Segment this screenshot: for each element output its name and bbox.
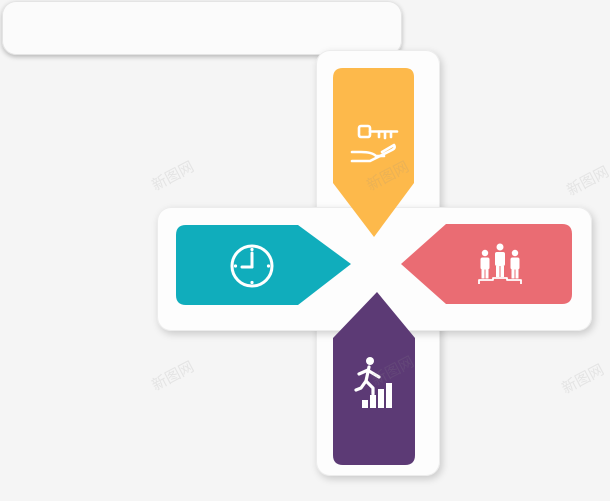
clock-icon [230,244,274,288]
left-petal [176,225,351,305]
climbing-steps-icon [354,357,392,408]
top-petal [333,68,414,237]
search-bar[interactable] [2,1,402,55]
team-podium-icon [478,243,522,284]
key-in-hand-icon [350,124,399,163]
bottom-petal [333,292,415,465]
